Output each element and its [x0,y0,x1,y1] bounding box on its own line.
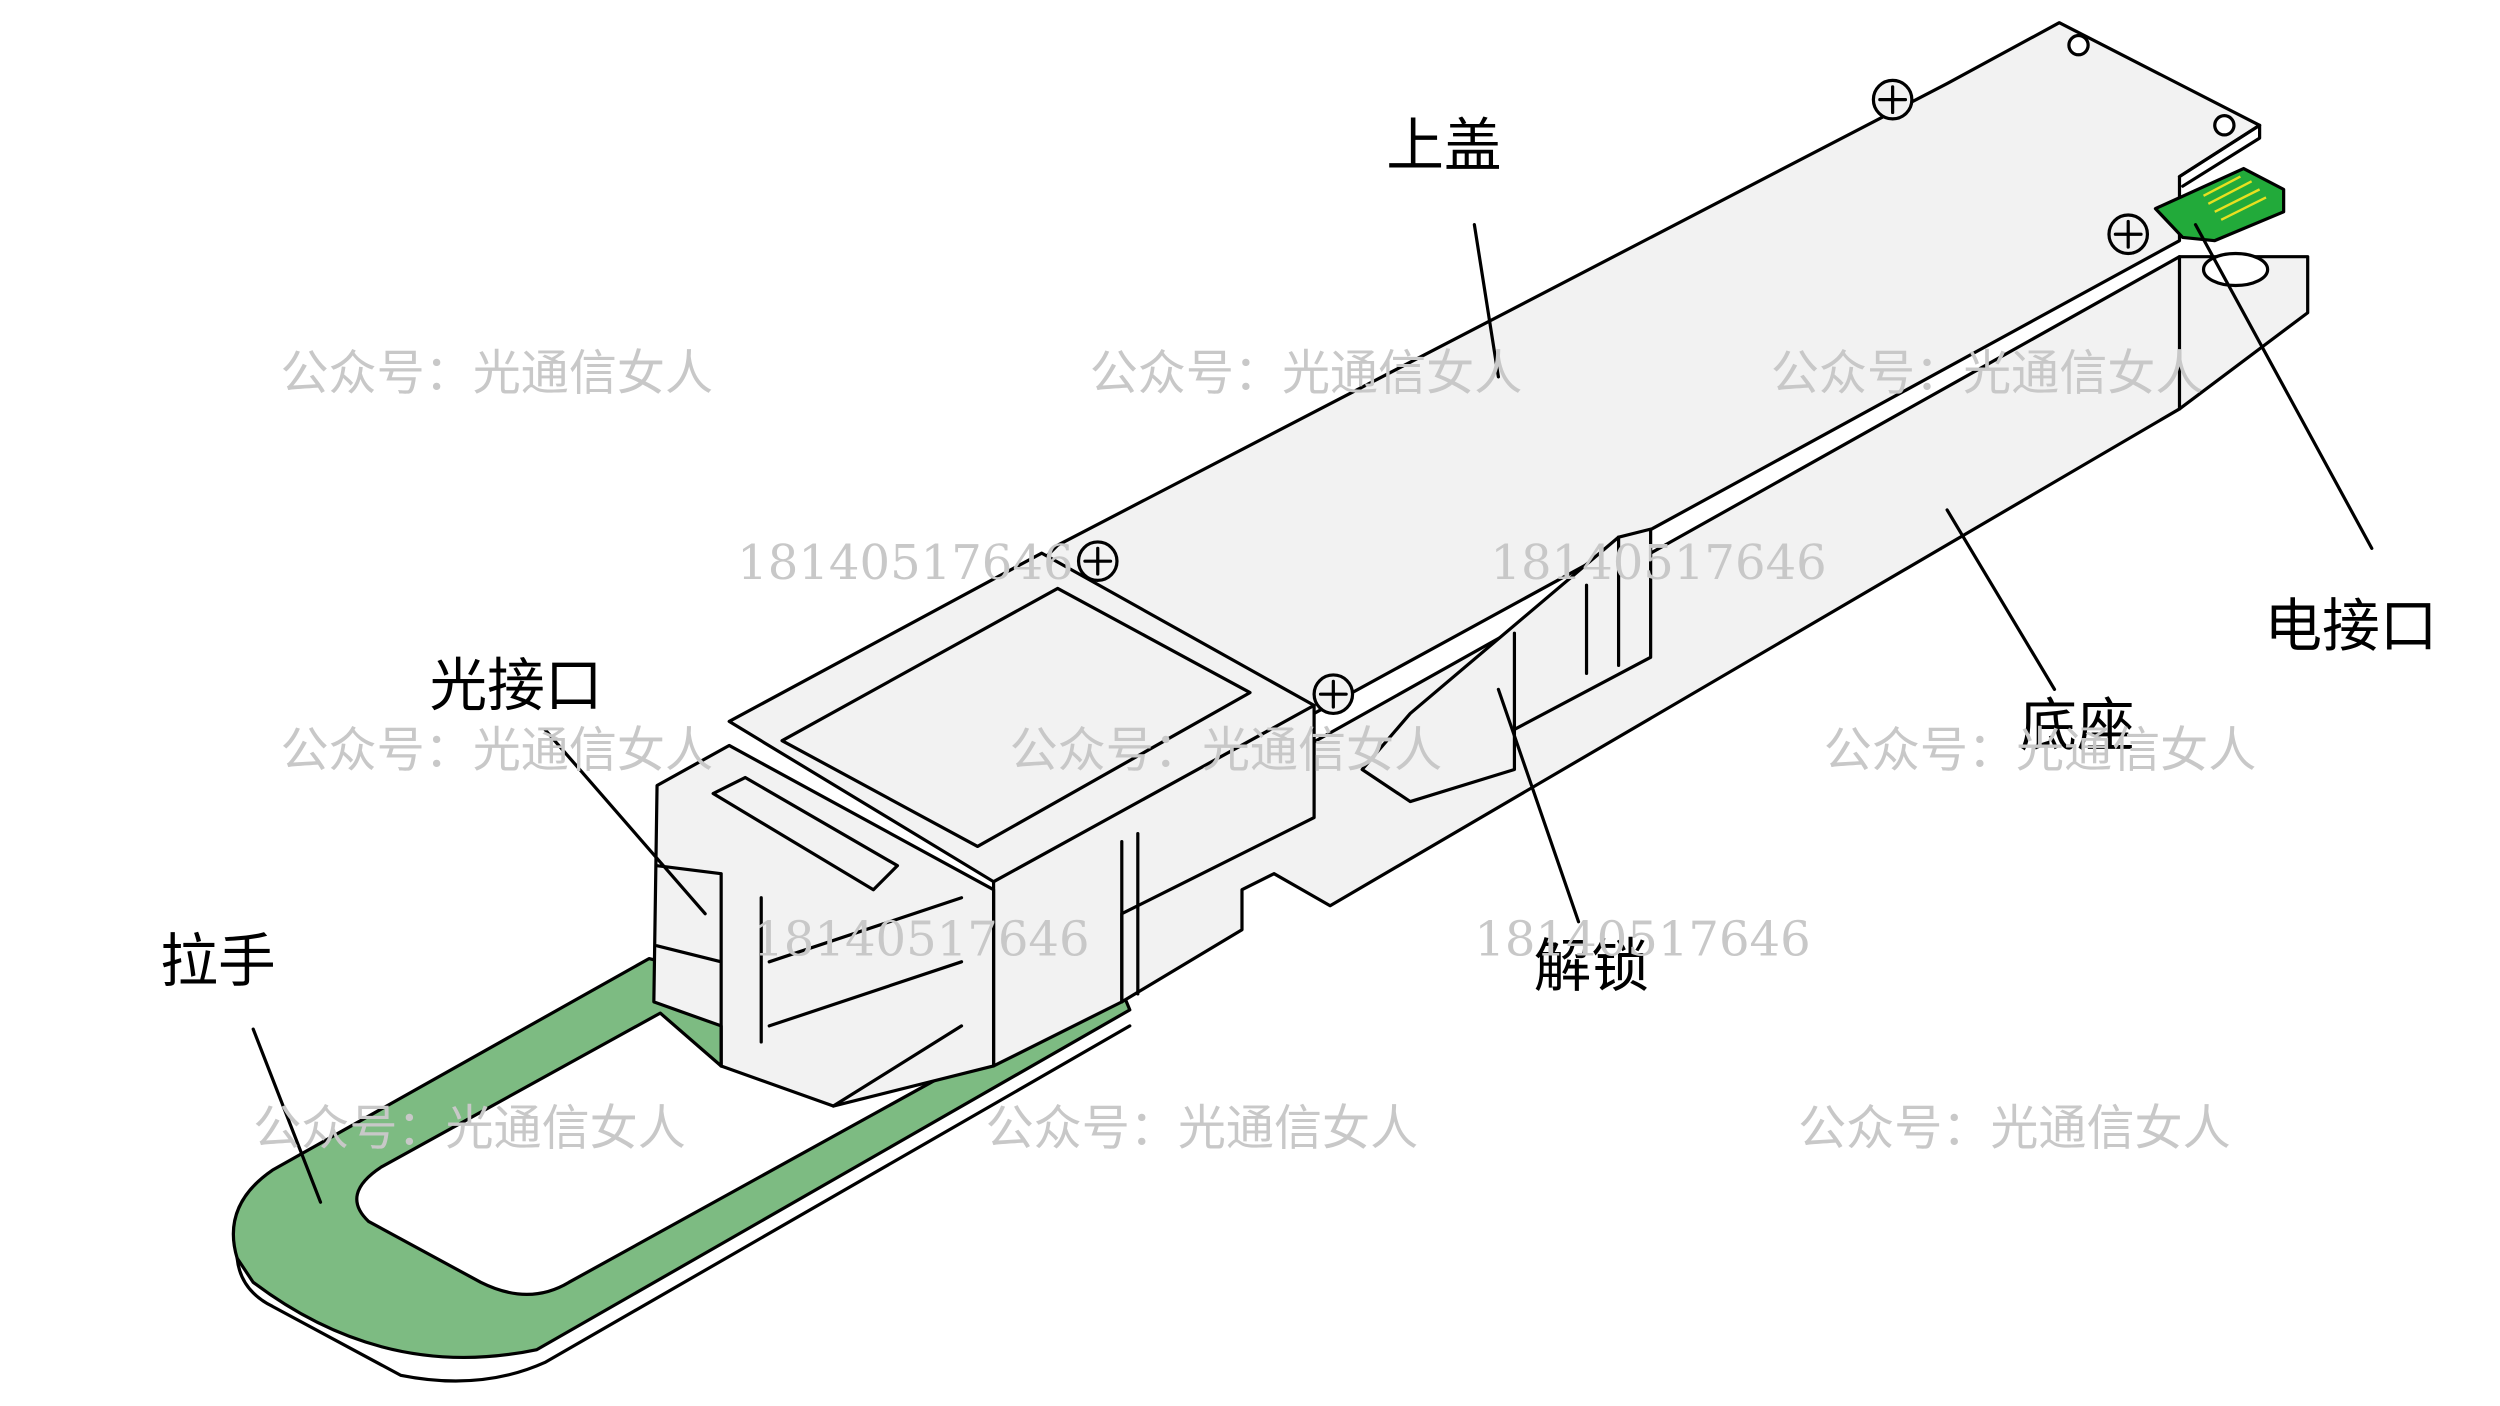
screw-icon [1312,673,1355,716]
watermark-text: 公众号：光通信女人 [280,722,713,778]
leader-line-electrical-port [2193,223,2374,550]
pull-tab-edge [235,1024,1132,1383]
leader-line-optical-port [543,727,707,916]
watermark-text: 公众号：光通信女人 [1010,722,1443,778]
watermark-text: 公众号：光通信女人 [1798,1101,2231,1157]
leader-line-pull-tab [251,1027,323,1204]
front-edges [991,703,1316,1004]
leader-line-base [1945,508,2057,691]
label-optical-port: 光接口 [429,651,602,719]
cover-hole [2213,114,2236,137]
top-cover-edge [2177,123,2262,188]
base-hole [2201,251,2270,288]
watermark-phone: 18140517646 [1490,535,1826,591]
label-area [780,586,1252,849]
electrical-edge-connector [2153,166,2286,243]
watermark-phone: 18140517646 [753,911,1089,967]
watermark-text: 公众号：光通信女人 [1771,346,2204,402]
screw-icon [2107,213,2150,256]
watermark-text: 公众号：光通信女人 [1824,722,2257,778]
label-base: 底座 [2019,691,2134,759]
leader-line-unlock [1496,687,1581,924]
screw-icon [1076,540,1119,583]
watermark-text: 公众号：光通信女人 [986,1101,1419,1157]
label-pull-tab: 拉手 [160,927,275,995]
cover-hole [2067,33,2090,57]
watermark-text: 公众号：光通信女人 [280,346,713,402]
label-electrical-port: 电接口 [2264,592,2437,660]
port-slots [655,864,964,1108]
label-unlock: 解锁 [1534,932,1649,1000]
watermark-text: 公众号：光通信女人 [1090,346,1523,402]
base-housing [1120,255,2310,1004]
leader-line-top-cover [1472,223,1501,379]
watermark-phone: 18140517646 [1474,911,1810,967]
screw-icon [1871,78,1914,121]
watermarks: 公众号：光通信女人 公众号：光通信女人 公众号：光通信女人 公众号：光通信女人 … [253,346,2256,1157]
watermark-text: 公众号：光通信女人 [253,1101,686,1157]
latch-edges [1512,535,1621,732]
port-latch-bar [711,775,900,892]
label-top-cover: 上盖 [1386,111,1501,179]
watermark-phone: 18140517646 [737,535,1073,591]
